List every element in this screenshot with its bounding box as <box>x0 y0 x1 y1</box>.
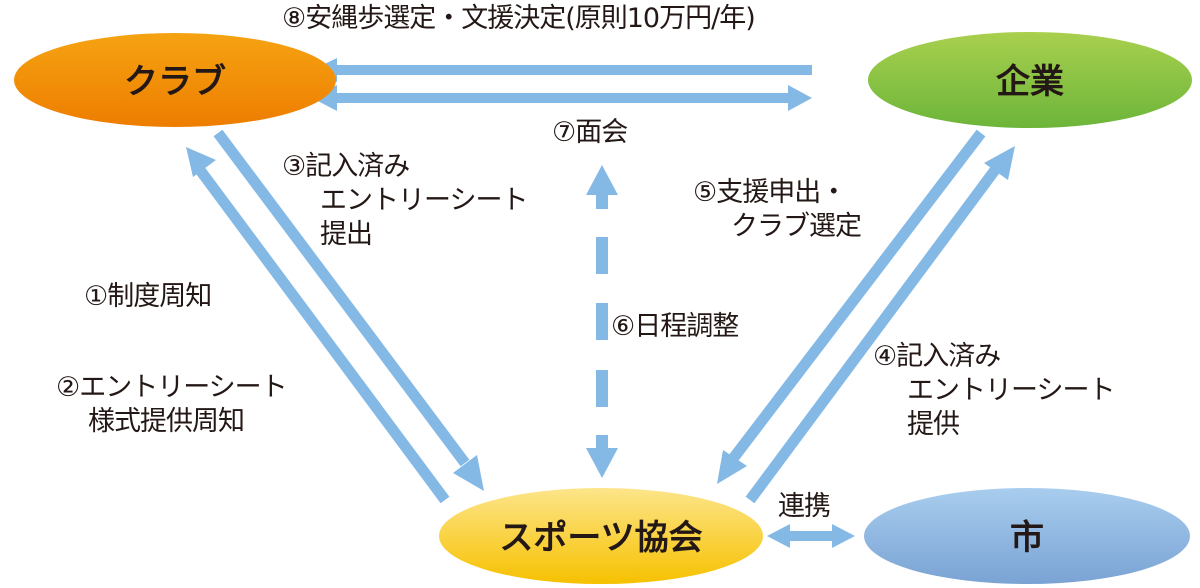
arrow-association-to-company <box>745 146 1015 504</box>
arrow-dashed-schedule <box>586 165 618 478</box>
arrow-link-association-city <box>767 524 855 548</box>
label-step7: ⑦面会 <box>552 117 628 148</box>
label-step3-line1: ③記入済み <box>282 151 410 182</box>
label-step5-line1: ⑤支援申出・ <box>693 177 847 208</box>
arrow-company-to-association <box>717 129 986 484</box>
label-step4: ④記入済み エントリーシート 提供 <box>873 340 1115 442</box>
label-step3-line3: 提出 <box>320 219 373 250</box>
label-link: 連携 <box>778 491 831 522</box>
label-step2: ②エントリーシート 様式提供周知 <box>56 371 288 439</box>
node-association-label: スポーツ協会 <box>499 518 702 558</box>
label-step8: ⑧安縄歩選定・文援決定(原則10万円/年) <box>282 3 756 34</box>
node-company: 企業 <box>868 32 1192 128</box>
label-step1: ①制度周知 <box>84 281 212 312</box>
node-association: スポーツ協会 <box>439 488 763 584</box>
label-step2-line2: 様式提供周知 <box>88 406 245 437</box>
label-step5: ⑤支援申出・ クラブ選定 <box>693 176 862 244</box>
node-city-label: 市 <box>1010 518 1044 558</box>
arrow-company-to-club <box>312 58 812 82</box>
arrow-association-to-club <box>186 147 450 504</box>
label-step4-line2: エントリーシート <box>907 375 1115 406</box>
node-company-label: 企業 <box>996 62 1064 102</box>
label-step4-line3: 提供 <box>907 409 960 440</box>
arrow-club-company-lower <box>312 85 812 111</box>
node-club: クラブ <box>14 33 336 127</box>
label-step3: ③記入済み エントリーシート 提出 <box>282 150 528 252</box>
node-club-label: クラブ <box>124 62 226 102</box>
label-step4-line1: ④記入済み <box>873 341 1001 372</box>
arrow-club-to-association <box>213 129 484 491</box>
label-step6: ⑥日程調整 <box>611 311 739 342</box>
label-step2-line1: ②エントリーシート <box>56 372 288 403</box>
label-step3-line2: エントリーシート <box>320 185 528 216</box>
node-city: 市 <box>864 488 1190 584</box>
label-step5-line2: クラブ選定 <box>731 211 862 242</box>
